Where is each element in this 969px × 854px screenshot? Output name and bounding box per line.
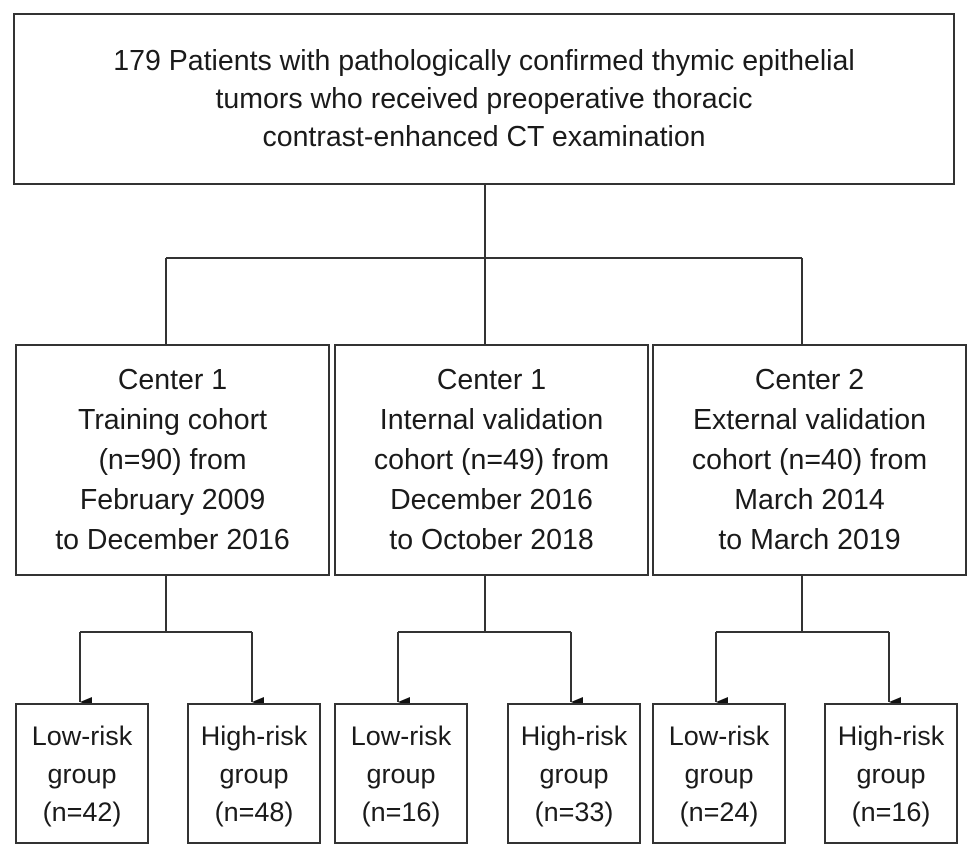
- group-line: group: [684, 758, 754, 789]
- group-line: High-risk: [837, 720, 945, 751]
- group-line: group: [219, 758, 289, 789]
- cohort-line: Center 2: [754, 364, 865, 396]
- patients-box: 179 Patients with pathologically confirm…: [13, 13, 955, 185]
- training-low-risk-box: Low-risk group (n=42): [15, 703, 149, 844]
- group-line: group: [539, 758, 609, 789]
- patients-line-1: 179 Patients with pathologically confirm…: [113, 45, 855, 77]
- cohort-line: Center 1: [117, 364, 228, 396]
- cohort-line: to March 2019: [718, 524, 901, 556]
- training-cohort-box: Center 1 Training cohort (n=90) from Feb…: [15, 344, 330, 576]
- group-line: (n=33): [534, 796, 614, 827]
- external-validation-cohort-box: Center 2 External validation cohort (n=4…: [652, 344, 967, 576]
- external-high-risk-box: High-risk group (n=16): [824, 703, 958, 844]
- group-line: Low-risk: [668, 720, 770, 751]
- group-line: (n=42): [42, 796, 122, 827]
- cohort-line: cohort (n=49) from: [373, 444, 610, 476]
- group-line: High-risk: [520, 720, 628, 751]
- patients-line-3: contrast-enhanced CT examination: [262, 121, 706, 153]
- training-high-risk-box: High-risk group (n=48): [187, 703, 321, 844]
- group-line: (n=16): [851, 796, 931, 827]
- cohort-line: Internal validation: [379, 404, 604, 436]
- group-line: Low-risk: [31, 720, 133, 751]
- cohort-line: to December 2016: [55, 524, 290, 556]
- cohort-line: (n=90) from: [98, 444, 247, 476]
- internal-validation-cohort-box: Center 1 Internal validation cohort (n=4…: [334, 344, 649, 576]
- internal-high-risk-box: High-risk group (n=33): [507, 703, 641, 844]
- group-line: group: [366, 758, 436, 789]
- group-line: group: [47, 758, 117, 789]
- group-line: group: [856, 758, 926, 789]
- group-line: Low-risk: [350, 720, 452, 751]
- cohort-line: February 2009: [79, 484, 266, 516]
- cohort-line: Center 1: [436, 364, 547, 396]
- internal-low-risk-box: Low-risk group (n=16): [334, 703, 468, 844]
- group-line: High-risk: [200, 720, 308, 751]
- cohort-line: March 2014: [734, 484, 885, 516]
- cohort-line: December 2016: [390, 484, 593, 516]
- patients-line-2: tumors who received preoperative thoraci…: [215, 83, 753, 115]
- group-line: (n=16): [361, 796, 441, 827]
- external-low-risk-box: Low-risk group (n=24): [652, 703, 786, 844]
- cohort-line: cohort (n=40) from: [691, 444, 928, 476]
- group-line: (n=24): [679, 796, 759, 827]
- cohort-line: Training cohort: [77, 404, 268, 436]
- group-line: (n=48): [214, 796, 294, 827]
- cohort-line: to October 2018: [389, 524, 594, 556]
- cohort-line: External validation: [693, 404, 926, 436]
